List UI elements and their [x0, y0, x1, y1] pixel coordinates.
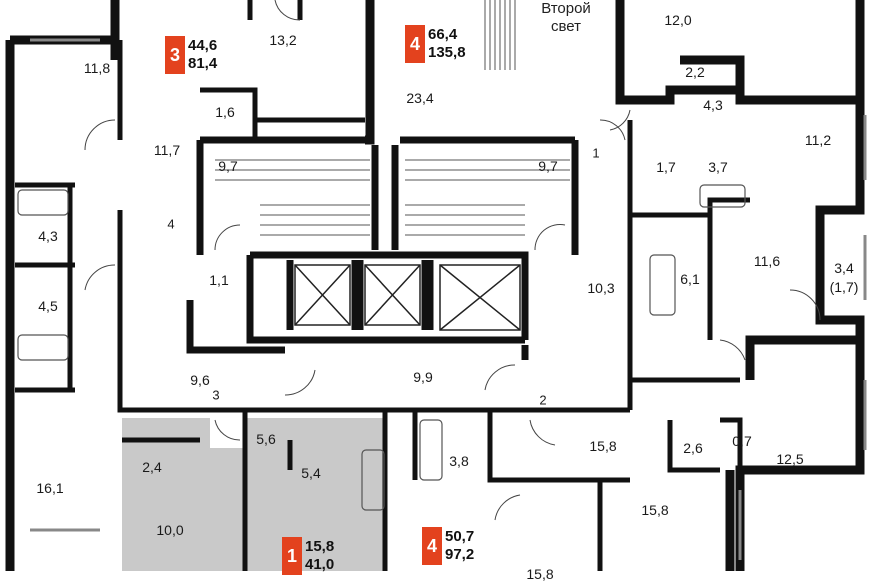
apartment-rooms-badge: 4	[422, 527, 442, 565]
room-area-4-5: 4,5	[38, 298, 58, 314]
internal-walls	[15, 0, 750, 571]
apartment-marker-3[interactable]: 3 44,6 81,4	[165, 36, 217, 74]
windows	[30, 38, 867, 560]
apartment-marker-4-bottom[interactable]: 4 50,7 97,2	[422, 527, 474, 565]
apartment-total-area: 41,0	[305, 556, 335, 573]
room-area-3-4: 3,4	[834, 260, 854, 276]
room-area-3-8: 3,8	[449, 453, 469, 469]
room-area-11-7: 11,7	[153, 142, 181, 158]
room-area-2-4: 2,4	[142, 459, 162, 475]
section-number-2: 2	[539, 392, 547, 408]
room-area-11-2: 11,2	[804, 132, 832, 148]
room-area-9-6: 9,6	[190, 372, 210, 388]
doors	[84, 0, 821, 521]
room-area-5-4: 5,4	[301, 465, 321, 481]
apartment-living-area: 66,4	[428, 26, 458, 43]
core-walls	[186, 136, 579, 360]
room-area-11-6: 11,6	[753, 253, 781, 269]
room-area-23-4: 23,4	[406, 90, 434, 106]
second-light-line2: свет	[550, 18, 581, 35]
room-area-3-7: 3,7	[708, 159, 728, 175]
stairs	[215, 0, 570, 236]
room-area-15-8-mid: 15,8	[589, 438, 617, 454]
apartment-marker-1[interactable]: 1 15,8 41,0	[282, 537, 334, 575]
apartment-rooms-badge: 4	[405, 25, 425, 63]
room-area-10-0: 10,0	[156, 522, 184, 538]
section-number-3: 3	[212, 387, 220, 403]
room-area-5-6: 5,6	[256, 431, 276, 447]
room-area-16-1: 16,1	[36, 480, 64, 496]
apartment-total-area: 81,4	[188, 55, 218, 72]
room-area-12-5: 12,5	[776, 451, 804, 467]
apartment-1-highlight	[122, 418, 385, 571]
room-area-6-1: 6,1	[680, 271, 700, 287]
room-area-0-7: 0,7	[732, 433, 752, 449]
second-light-label: Второй свет	[521, 0, 611, 70]
room-area-9-9: 9,9	[413, 369, 433, 385]
room-area-9-7-left: 9,7	[218, 158, 238, 174]
apartment-living-area: 44,6	[188, 37, 218, 54]
room-area-4-3-top: 4,3	[703, 97, 723, 113]
apartment-total-area: 135,8	[428, 44, 466, 61]
room-area-13-2: 13,2	[269, 32, 297, 48]
room-area-2-2: 2,2	[685, 64, 705, 80]
apartment-marker-4-top[interactable]: 4 66,4 135,8	[405, 25, 466, 63]
second-light-line1: Второй	[541, 0, 591, 17]
room-area-4-3-left: 4,3	[38, 228, 58, 244]
room-area-1-7: 1,7	[656, 159, 676, 175]
apartment-rooms-badge: 1	[282, 537, 302, 575]
apartment-rooms-badge: 3	[165, 36, 185, 74]
apartment-living-area: 50,7	[445, 528, 475, 545]
elevators	[294, 264, 521, 331]
room-area-10-3: 10,3	[587, 280, 615, 296]
room-area-1-1: 1,1	[209, 272, 229, 288]
room-area-2-6: 2,6	[683, 440, 703, 456]
room-area-1-7-paren: (1,7)	[829, 279, 859, 295]
section-number-4: 4	[167, 216, 175, 232]
room-area-1-6: 1,6	[215, 104, 235, 120]
apartment-total-area: 97,2	[445, 546, 475, 563]
bathtubs	[17, 184, 746, 511]
room-area-15-8-bottom: 15,8	[641, 502, 669, 518]
section-number-1: 1	[592, 145, 600, 161]
room-area-9-7-right: 9,7	[538, 158, 558, 174]
room-area-12-0: 12,0	[664, 12, 692, 28]
room-area-15-8-cut: 15,8	[526, 566, 554, 582]
room-area-11-8: 11,8	[83, 60, 111, 76]
apartment-living-area: 15,8	[305, 538, 335, 555]
